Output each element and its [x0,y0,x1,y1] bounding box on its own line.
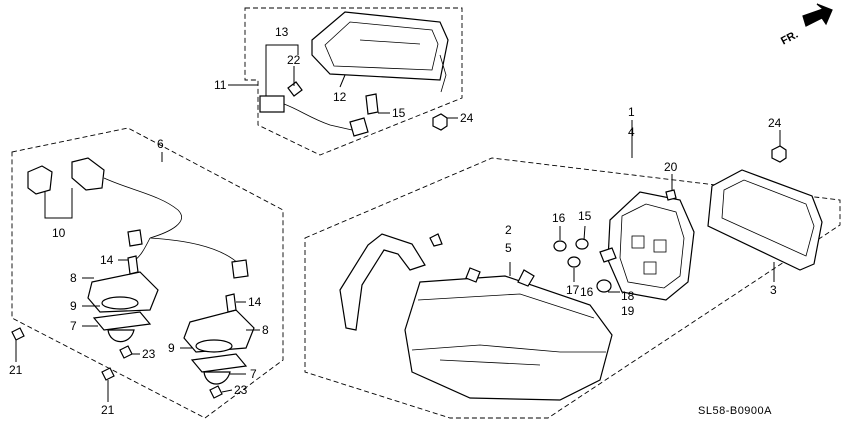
label-24-top: 24 [460,111,474,125]
label-14-right: 14 [248,295,262,309]
nut-24b [771,145,787,163]
label-17: 17 [566,283,580,297]
label-4: 4 [628,125,635,139]
label-2: 2 [505,223,512,237]
label-23-right: 23 [234,383,248,397]
label-13: 13 [275,25,289,39]
label-19: 19 [621,304,635,318]
label-20: 20 [664,160,678,174]
diagram-code: SL58-B0900A [698,405,772,417]
callout-labels: 13 22 11 12 15 24 6 10 14 8 9 7 23 14 8 … [9,25,782,417]
label-24-right: 24 [768,116,782,130]
label-7-left: 7 [70,319,77,333]
label-16-bottom: 16 [580,285,594,299]
leader-lines [15,44,781,402]
label-1: 1 [628,105,635,119]
label-11: 11 [214,78,227,92]
label-8-left: 8 [70,271,77,285]
lens-gasket [339,233,443,331]
label-12: 12 [333,90,347,104]
front-direction-label: FR. [779,29,800,48]
label-23-left: 23 [142,347,156,361]
high-mount-stop-light [311,11,449,93]
label-8-right: 8 [262,323,269,337]
stop-light-harness [259,81,379,137]
bulbs [553,238,612,293]
label-6: 6 [157,137,164,151]
license-light-box [11,127,284,419]
label-9-left: 9 [70,299,77,313]
label-15-top: 15 [392,106,406,120]
label-18: 18 [621,289,635,303]
front-direction-arrow: FR. [779,3,833,48]
label-3: 3 [770,283,777,297]
label-14-left: 14 [100,253,114,267]
license-light-assembly [11,157,255,399]
label-16-top: 16 [552,211,566,225]
label-9-right: 9 [168,341,175,355]
taillight-lens [404,267,613,401]
label-5: 5 [505,241,512,255]
label-10: 10 [52,226,66,240]
label-7-right: 7 [250,367,257,381]
label-22: 22 [287,53,301,67]
taillight-box [304,157,841,419]
high-mount-stop-light-box [244,7,463,156]
socket-housing [599,189,695,301]
housing-gasket [707,169,823,271]
label-15-right: 15 [578,209,592,223]
nut-24a [432,113,448,131]
label-21-bottom: 21 [101,403,115,417]
label-21-left: 21 [9,363,23,377]
